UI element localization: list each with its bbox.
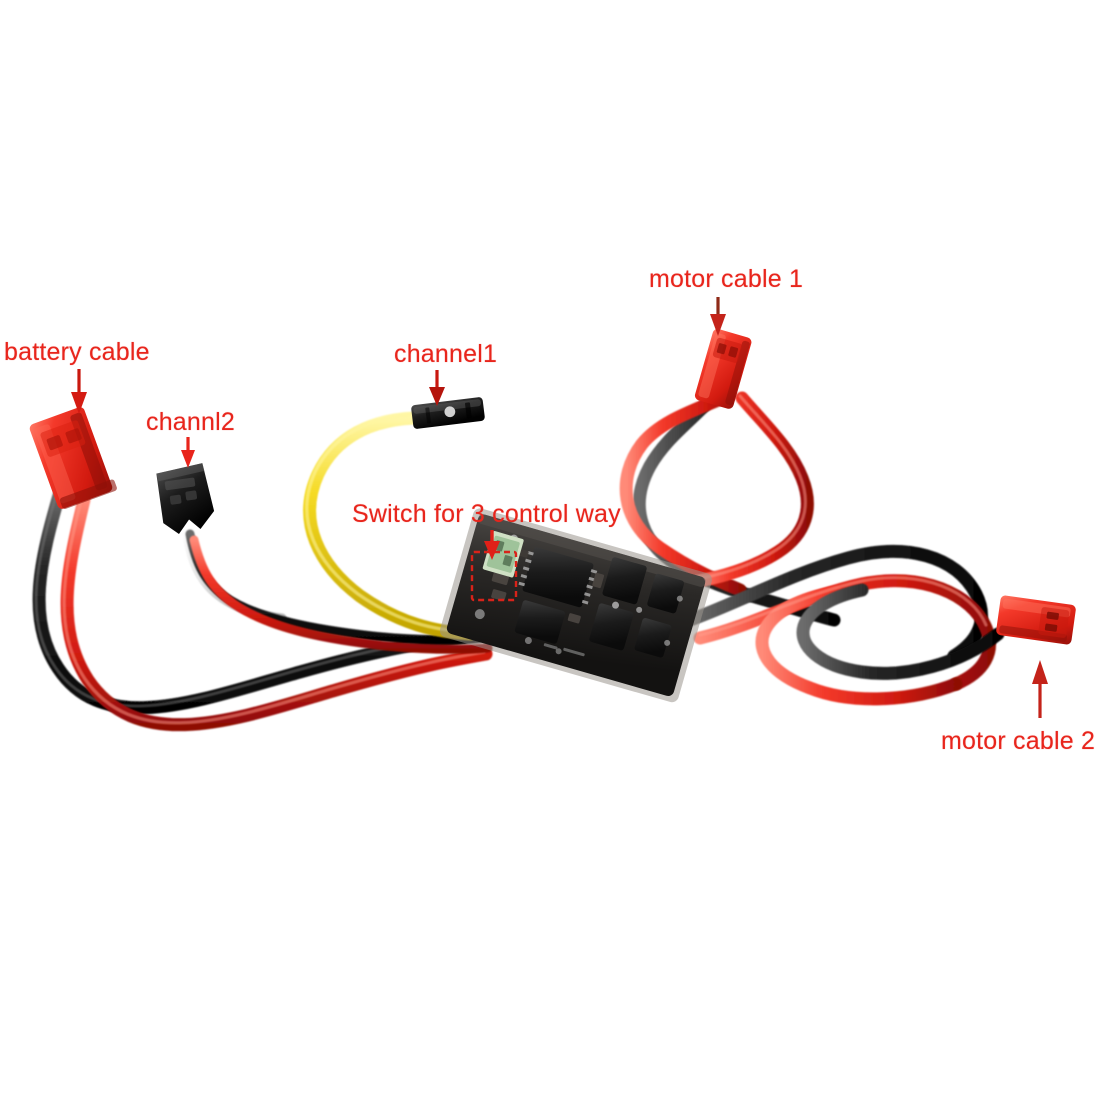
- motor1-jst-connector: [694, 328, 752, 409]
- motor2-jst-connector: [996, 595, 1076, 645]
- mosfet-4: [647, 573, 685, 614]
- channel1-yellow-sheen: [305, 413, 470, 634]
- mosfet-5: [634, 618, 672, 658]
- label-channel1: channel1: [394, 340, 498, 368]
- label-motor-cable-2: motor cable 2: [941, 727, 1096, 755]
- motor-cable-2-arrow: [1032, 660, 1048, 718]
- battery-jst-connector: [29, 407, 117, 509]
- channel2-servo-connector: [156, 463, 215, 535]
- esc-board: [439, 508, 712, 703]
- motor-cable-2-red-wire-lower: [755, 585, 963, 706]
- channel1-jumper-connector: [411, 397, 485, 429]
- mosfet-2: [589, 603, 634, 651]
- motor-cable-2-red-sheen: [698, 576, 988, 637]
- label-switch-for-3-control-way: Switch for 3 control way: [352, 500, 621, 528]
- label-channl2: channl2: [146, 408, 235, 436]
- label-motor-cable-1: motor cable 1: [649, 265, 804, 293]
- motor-cable-2-black-wire-lower: [796, 583, 1005, 680]
- battery-cable-red-sheen: [62, 498, 486, 725]
- channel2-cable-group: [156, 463, 493, 654]
- channel1-cable-group: [303, 397, 485, 641]
- mcu-chip: [522, 547, 594, 608]
- mosfet-3: [514, 600, 566, 644]
- channl2-arrow: [181, 437, 195, 468]
- mosfet-1: [602, 557, 647, 605]
- battery-cable-arrow: [71, 369, 87, 414]
- motor-cable-1-arrow: [710, 297, 726, 336]
- label-battery-cable: battery cable: [4, 338, 150, 366]
- battery-cable-red-wire: [60, 493, 493, 732]
- battery-cable-group: [29, 407, 493, 732]
- annotation-arrows: [71, 297, 1048, 718]
- motor-cable-1-red-sheen: [690, 394, 807, 582]
- switch-arrow: [484, 530, 500, 560]
- channel2-red-wire: [189, 535, 493, 654]
- channel1-arrow: [429, 370, 445, 406]
- motor-cable-1-red-wire-inner: [687, 391, 814, 589]
- motor-cable-2-group: [683, 545, 1076, 706]
